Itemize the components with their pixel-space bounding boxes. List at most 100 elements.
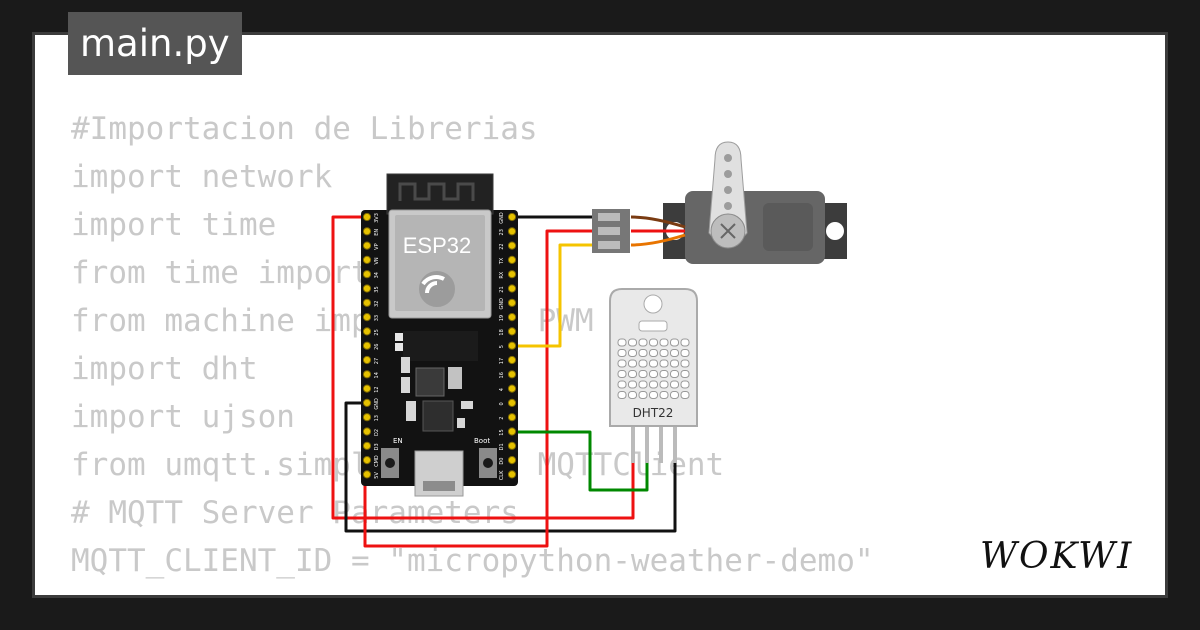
right-pin-label: 18 [499, 329, 505, 335]
dht22-vent [670, 349, 679, 357]
right-pin-label: RX [499, 271, 505, 278]
right-pin[interactable] [507, 413, 517, 422]
left-pin[interactable] [362, 298, 372, 307]
dht22-vent [617, 349, 627, 357]
code-line: MQTT_CLIENT_ID = "micropython-weather-de… [71, 543, 874, 579]
right-pin-label: GND [499, 212, 505, 224]
dht22-vent [617, 380, 627, 389]
file-tab[interactable]: main.py [68, 12, 242, 75]
left-pin[interactable] [362, 355, 372, 365]
left-pin[interactable] [362, 327, 372, 336]
code-line: import time [71, 207, 277, 243]
wire-data-green [513, 430, 649, 492]
left-pin[interactable] [362, 341, 372, 350]
right-pin[interactable] [507, 327, 517, 336]
right-pin[interactable] [507, 313, 517, 322]
code-line: # MQTT Server Parameters [71, 495, 519, 531]
code-line: import network [71, 159, 333, 195]
dht22-vent [670, 338, 679, 347]
dht22-vent [628, 391, 637, 399]
dht22-vent [670, 370, 679, 378]
servo-motor[interactable] [592, 141, 847, 264]
right-pin[interactable] [507, 341, 517, 350]
left-pin-label: 13 [374, 415, 380, 421]
dht22-vent [628, 359, 637, 368]
right-pin-label: D0 [499, 458, 505, 465]
left-pin[interactable] [362, 413, 372, 422]
left-pin-label: 5V [374, 472, 380, 479]
left-pin[interactable] [362, 270, 372, 279]
dht22-vent [638, 349, 648, 357]
left-pin[interactable] [362, 313, 372, 322]
right-pin[interactable] [507, 284, 517, 293]
right-pin-label: 17 [499, 358, 505, 364]
dht22-vent [638, 338, 648, 347]
dht22-vent [670, 380, 679, 389]
dht22-vent [628, 338, 637, 347]
dht22-vent [628, 349, 637, 357]
dht22-vent [638, 380, 648, 389]
dht22-vent [670, 391, 679, 399]
dht22-sensor[interactable]: DHT22 [609, 288, 698, 463]
dht22-vent [638, 359, 648, 368]
boot-button-label: Boot [474, 437, 490, 445]
left-pin-label: GND [374, 398, 380, 410]
right-pin-label: 16 [499, 372, 505, 378]
left-pin[interactable] [362, 370, 372, 379]
code-line: import dht [71, 351, 258, 387]
dht22-vent [659, 359, 669, 368]
right-pin-label: 19 [499, 315, 505, 321]
left-pin[interactable] [362, 398, 372, 407]
left-pin-label: 35 [374, 286, 380, 292]
code-line: import ujson [71, 399, 295, 435]
code-line: #Importacion de Librerias [71, 111, 538, 147]
left-pin[interactable] [362, 227, 372, 236]
right-pin-label: 21 [499, 286, 505, 292]
espressif-logo-icon [419, 271, 455, 307]
wires [331, 215, 677, 548]
dht22-vent [659, 338, 669, 347]
dht22-vent [649, 380, 658, 389]
right-pin[interactable] [507, 355, 517, 365]
right-pin-label: D1 [499, 443, 505, 450]
left-pin[interactable] [362, 284, 372, 293]
right-pin[interactable] [507, 456, 517, 465]
left-pin[interactable] [362, 427, 372, 436]
left-pin-label: CMD [374, 455, 380, 467]
wire-5v-red [363, 229, 598, 548]
left-pin-label: EN [374, 229, 380, 236]
left-pin[interactable] [362, 470, 372, 479]
dht22-vent [680, 391, 690, 399]
right-pin[interactable] [507, 212, 517, 222]
left-pin[interactable] [362, 456, 372, 465]
dht22-vents [617, 338, 690, 399]
left-pin[interactable] [362, 241, 372, 250]
right-pin[interactable] [507, 441, 517, 450]
left-pin[interactable] [362, 212, 372, 222]
right-pin[interactable] [507, 470, 517, 479]
right-pin[interactable] [507, 227, 517, 236]
dht22-vent [649, 391, 658, 399]
right-pin[interactable] [507, 370, 517, 379]
right-pin[interactable] [507, 270, 517, 279]
right-pin[interactable] [507, 298, 517, 307]
right-pin-label: TX [499, 257, 505, 265]
dht22-vent [617, 359, 627, 368]
right-pin-label: 4 [499, 388, 505, 391]
right-pin-label: 2 [499, 417, 505, 420]
right-pin[interactable] [507, 384, 517, 393]
right-pin[interactable] [507, 241, 517, 250]
left-pin-label: 14 [374, 372, 380, 378]
right-pin[interactable] [507, 255, 517, 264]
right-pin[interactable] [507, 427, 517, 436]
left-pin[interactable] [362, 441, 372, 450]
dht22-vent [659, 349, 669, 357]
right-pin[interactable] [507, 398, 517, 407]
right-pin-label: GND [499, 298, 505, 310]
left-pin[interactable] [362, 255, 372, 264]
right-pin-label: 0 [499, 402, 505, 405]
left-pin[interactable] [362, 384, 372, 393]
